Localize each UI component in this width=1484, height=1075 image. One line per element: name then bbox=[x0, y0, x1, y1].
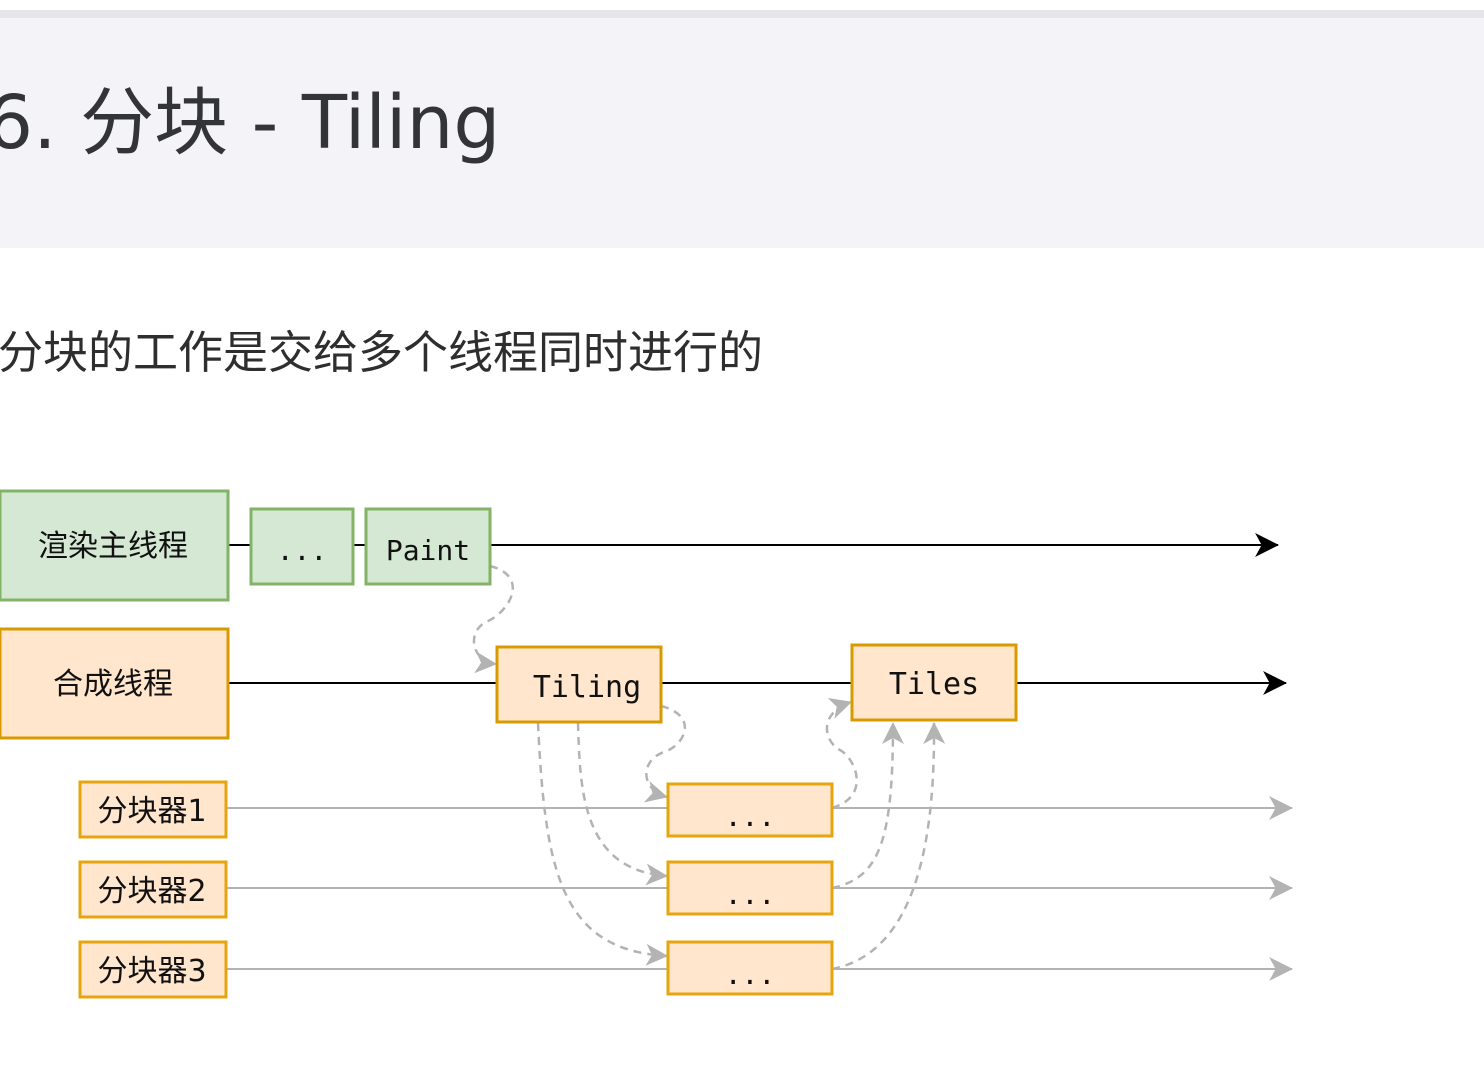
tiler2-box: 分块器2 bbox=[78, 860, 228, 919]
tiler3-box: 分块器3 bbox=[78, 940, 228, 999]
tiler-timelines bbox=[226, 796, 1294, 981]
tiler3-work-label: ... bbox=[725, 958, 776, 991]
tiler1-box: 分块器1 bbox=[78, 780, 228, 839]
tiler2-label: 分块器2 bbox=[97, 874, 206, 909]
top-bar bbox=[0, 10, 1484, 18]
page-title: 6. 分块 - Tiling bbox=[0, 80, 501, 166]
tiler1-work-task: ... bbox=[666, 782, 834, 838]
tiler2-to-tiles-connector bbox=[831, 722, 904, 890]
tiler3-to-tiles-connector bbox=[831, 722, 946, 971]
tiler3-label: 分块器3 bbox=[97, 954, 206, 989]
tiling-to-tiler3-connector bbox=[536, 722, 668, 966]
paint-label: Paint bbox=[386, 534, 470, 567]
main-ellipsis-label: ... bbox=[277, 534, 328, 567]
tiler1-work-label: ... bbox=[725, 800, 776, 833]
tiler2-work-label: ... bbox=[725, 878, 776, 911]
title-band bbox=[0, 18, 1484, 248]
tiler3-work-task: ... bbox=[666, 940, 834, 996]
main-ellipsis-task: ... bbox=[249, 507, 355, 586]
tiles-task: Tiles bbox=[850, 643, 1018, 722]
tiles-label: Tiles bbox=[889, 667, 979, 702]
main-thread-box: 渲染主线程 bbox=[0, 489, 230, 602]
compositor-thread-box: 合成线程 bbox=[0, 627, 230, 740]
compositor-thread-label: 合成线程 bbox=[53, 667, 173, 702]
description-text: 分块的工作是交给多个线程同时进行的 bbox=[0, 326, 764, 379]
tiler1-to-tiles-connector bbox=[825, 697, 859, 810]
tiling-task: Tiling bbox=[495, 645, 663, 724]
tiler1-label: 分块器1 bbox=[97, 794, 206, 829]
tiling-label: Tiling bbox=[533, 670, 641, 705]
paint-task: Paint bbox=[364, 507, 492, 586]
tiler2-work-task: ... bbox=[666, 860, 834, 916]
top-strip bbox=[0, 0, 1484, 10]
main-thread-label: 渲染主线程 bbox=[38, 529, 188, 564]
tiling-to-tiler2-connector bbox=[576, 722, 668, 886]
dashed-flow-connectors bbox=[472, 564, 946, 971]
paint-to-tiling-connector bbox=[472, 564, 514, 674]
